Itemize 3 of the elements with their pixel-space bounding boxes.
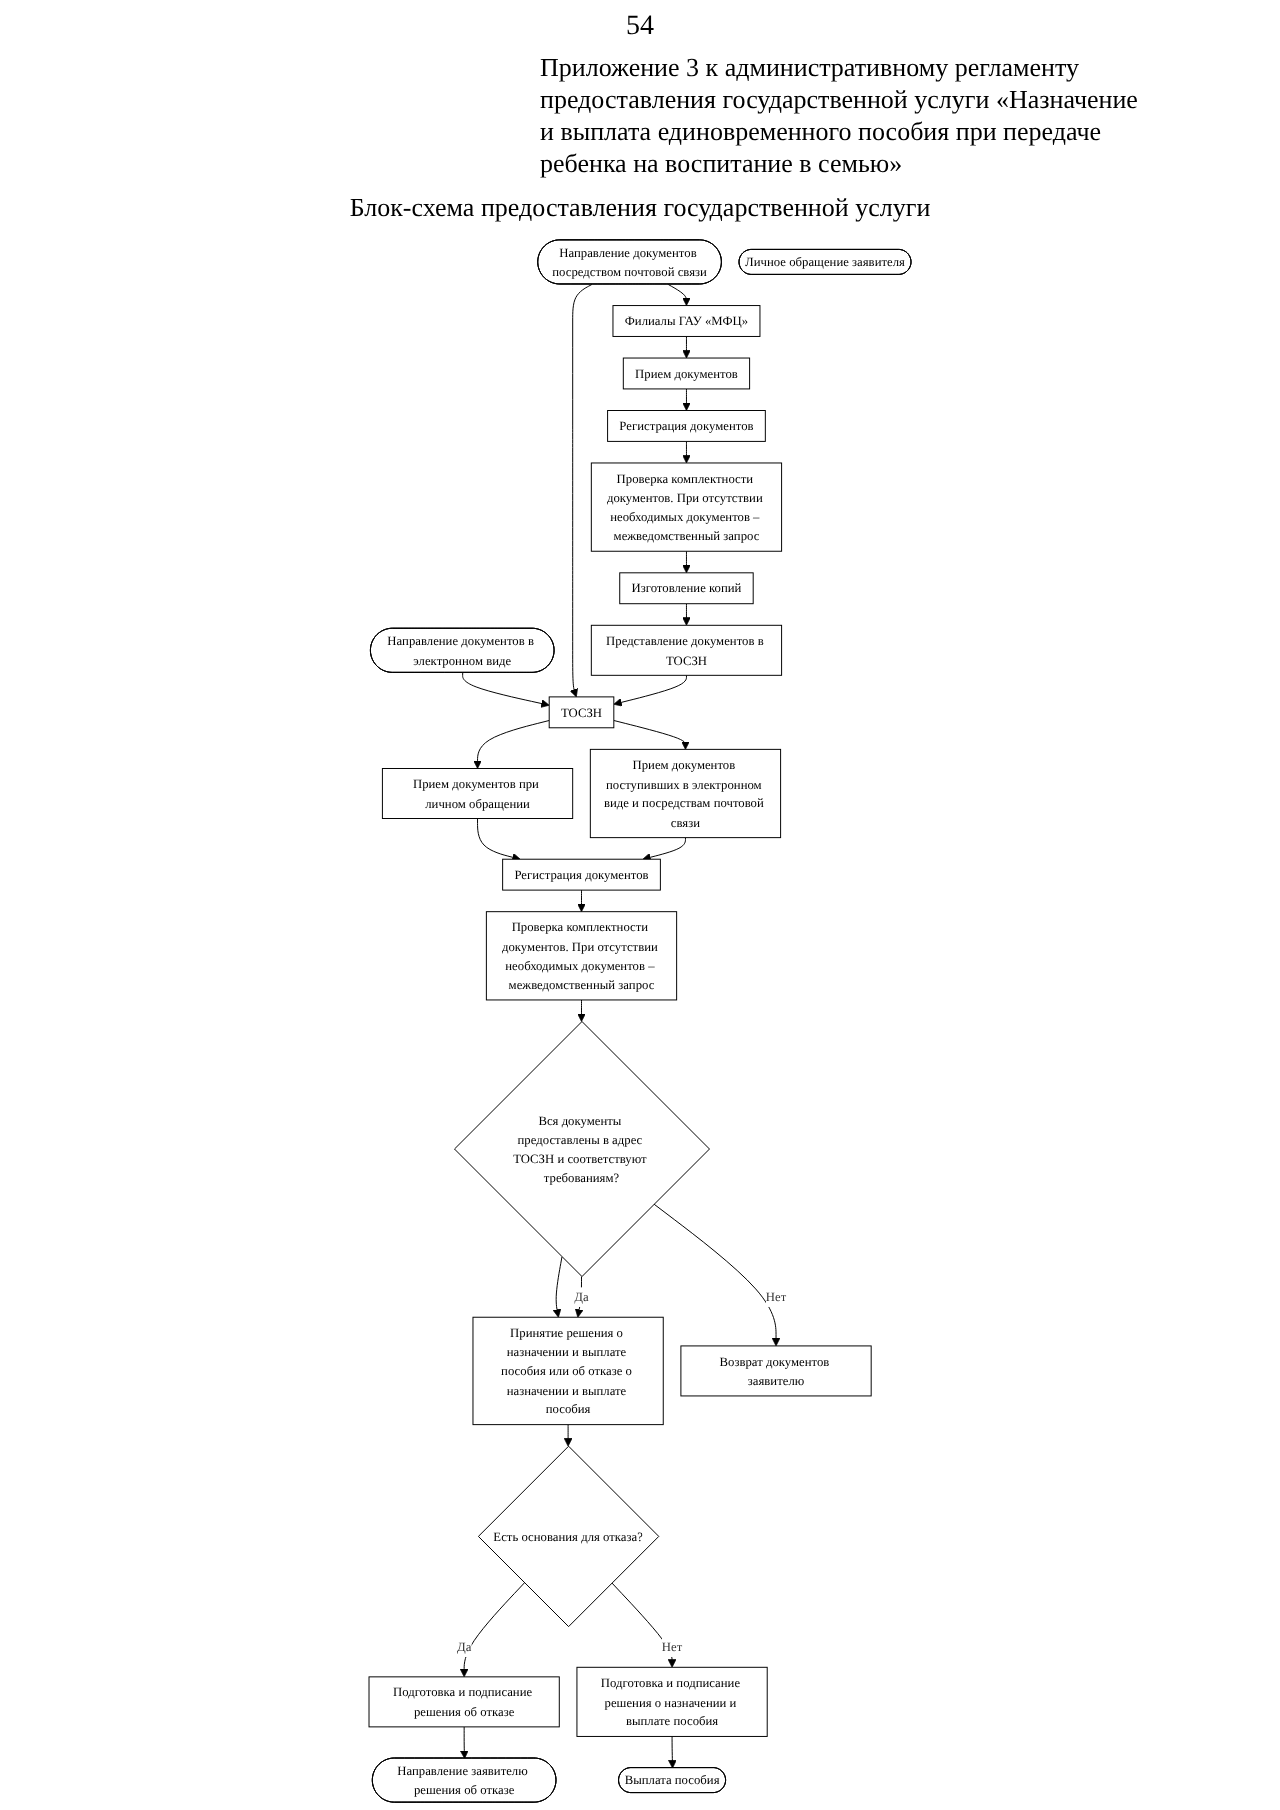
page-number: 54 [626,12,654,44]
diagram-title: Блок-схема предоставления государственной услуги [349,192,931,224]
appendix-heading: Приложение 3 к административному регламенту предоставления государственной услуги «Назначение и выплата единовременного пособия при передаче ребенка на воспитание в семью» [540,52,1140,180]
